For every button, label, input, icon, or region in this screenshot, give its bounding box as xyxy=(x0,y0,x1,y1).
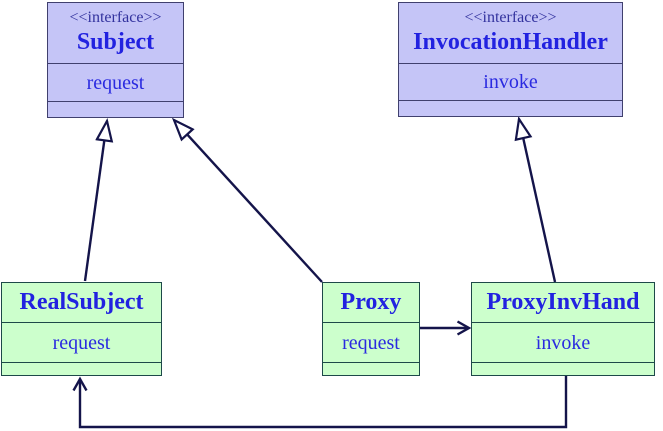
proxy-method-request: request xyxy=(342,331,400,354)
realization-arrow-proxy-to-subject xyxy=(174,120,323,283)
proxy-methods-compartment: request xyxy=(323,322,419,362)
realsubject-methods-compartment: request xyxy=(2,322,161,362)
invocationhandler-name-label: InvocationHandler xyxy=(413,29,608,55)
proxyinvhand-name-label: ProxyInvHand xyxy=(486,289,640,315)
subject-stereotype-label: <<interface>> xyxy=(69,9,162,26)
invocationhandler-name-compartment: <<interface>> InvocationHandler xyxy=(399,3,622,63)
invocationhandler-attributes-compartment xyxy=(399,100,622,116)
realsubject-method-request: request xyxy=(52,331,111,354)
realsubject-name-compartment: RealSubject xyxy=(2,283,161,322)
proxy-name-compartment: Proxy xyxy=(323,283,419,322)
class-box-subject: <<interface>> Subject request xyxy=(47,2,184,118)
proxy-attributes-compartment xyxy=(323,362,419,375)
subject-name-label: Subject xyxy=(76,29,155,55)
realization-arrow-proxyinvhand-to-invocationhandler xyxy=(519,119,557,283)
subject-methods-compartment: request xyxy=(48,63,183,101)
invocationhandler-stereotype-label: <<interface>> xyxy=(464,9,557,26)
proxy-name-label: Proxy xyxy=(340,289,402,315)
class-box-proxyinvhand: ProxyInvHand invoke xyxy=(471,282,655,376)
class-box-invocationhandler: <<interface>> InvocationHandler invoke xyxy=(398,2,623,117)
association-arrow-proxyinvhand-to-realsubject xyxy=(72,376,568,429)
realization-arrow-realsubject-to-subject xyxy=(83,121,107,282)
proxyinvhand-methods-compartment: invoke xyxy=(472,322,654,362)
invocationhandler-method-invoke: invoke xyxy=(483,71,538,93)
class-box-proxy: Proxy request xyxy=(322,282,420,376)
realsubject-attributes-compartment xyxy=(2,362,161,375)
invocationhandler-methods-compartment: invoke xyxy=(399,63,622,100)
proxyinvhand-attributes-compartment xyxy=(472,362,654,375)
proxyinvhand-method-invoke: invoke xyxy=(535,331,591,354)
proxyinvhand-name-compartment: ProxyInvHand xyxy=(472,283,654,322)
class-box-realsubject: RealSubject request xyxy=(1,282,162,376)
realsubject-name-label: RealSubject xyxy=(19,289,144,315)
subject-name-compartment: <<interface>> Subject xyxy=(48,3,183,63)
subject-attributes-compartment xyxy=(48,101,183,117)
subject-method-request: request xyxy=(86,71,145,94)
